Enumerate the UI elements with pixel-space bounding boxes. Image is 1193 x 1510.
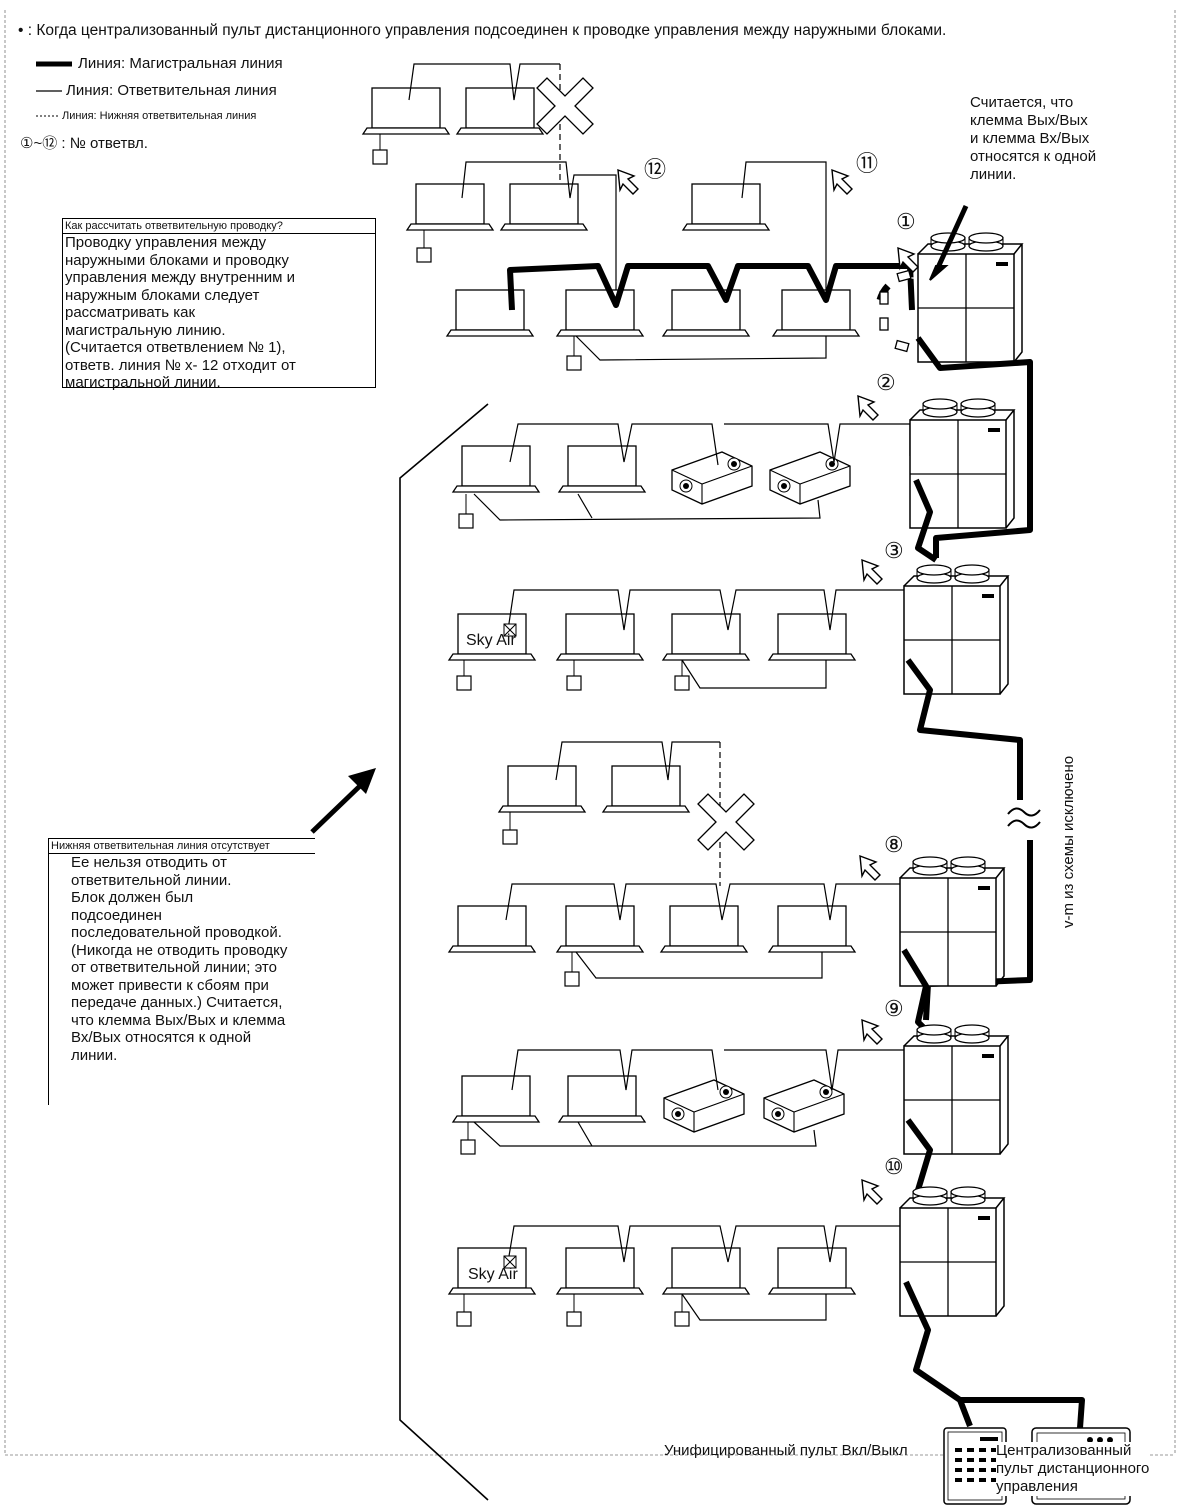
nosub-arrow xyxy=(310,782,364,834)
onoff-remote xyxy=(943,1427,1007,1505)
branch-9-group xyxy=(452,1049,907,1155)
branch-label-10: ⑩ xyxy=(884,1154,904,1179)
arrow-12 xyxy=(617,169,639,195)
callout-same-line: Считается, что клемма Вых/Вых и клемма В… xyxy=(970,94,1097,183)
branch-label-9: ⑨ xyxy=(884,996,904,1021)
header-note: • : Когда централизованный пульт дистанц… xyxy=(18,22,947,39)
arrow-9 xyxy=(861,1019,883,1045)
central-remote-label: Централизованный пульт дистанционного уп… xyxy=(996,1442,1150,1496)
callout-arrow-top xyxy=(933,204,969,274)
branch-label-1: ① xyxy=(896,209,916,234)
box-how-to-calc: Как рассчитать ответвительную проводку? … xyxy=(62,218,376,391)
box-no-sub-branch: Нижняя ответвительная линия отсутствует … xyxy=(48,838,315,1105)
branch-2-group xyxy=(452,423,911,529)
top-unsupported-group xyxy=(362,63,594,200)
legend-numbers-label: ①~⑫ : № ответвл. xyxy=(20,135,148,152)
omitted-note: v-m из схемы исключено xyxy=(1060,755,1077,928)
branch-label-2: ② xyxy=(876,370,896,395)
branch-12-group xyxy=(406,161,617,305)
onoff-remote-label: Унифицированный пульт Вкл/Выкл xyxy=(664,1442,908,1459)
sky-air-label-10: Sky Air xyxy=(468,1266,518,1283)
branch-10-group xyxy=(448,1225,907,1327)
mid-unsupported-group xyxy=(498,741,755,886)
arrow-2 xyxy=(857,395,879,421)
box-no-sub-branch-body: Ее нельзя отводить от ответвительной лин… xyxy=(71,854,288,1064)
arrow-10 xyxy=(861,1179,883,1205)
branch-label-3: ③ xyxy=(884,538,904,563)
main-line-right xyxy=(915,336,1033,558)
legend-main-label: Линия: Магистральная линия xyxy=(78,55,283,72)
arrow-3 xyxy=(861,559,883,585)
branch-label-12: ⑫ xyxy=(644,157,667,182)
legend-branch-label: Линия: Ответвительная линия xyxy=(66,82,277,99)
left-bracket xyxy=(399,403,489,1501)
arrow-8 xyxy=(859,855,881,881)
branch-label-11: ⑪ xyxy=(856,151,879,176)
branch-label-8: ⑧ xyxy=(884,832,904,857)
main-row-1 xyxy=(446,263,947,371)
break-mark xyxy=(1007,807,1041,829)
arrow-11 xyxy=(831,169,853,195)
outdoor-unit-1 xyxy=(917,232,1023,363)
sky-air-label-3: Sky Air xyxy=(466,632,516,649)
branch-11-group xyxy=(682,161,827,300)
branch-8-group xyxy=(448,883,905,987)
legend-sub-label: Линия: Нижняя ответвительная линия xyxy=(62,110,257,122)
box-how-to-calc-body: Проводку управления между наружными блок… xyxy=(65,234,296,391)
branch-3-group xyxy=(448,589,907,691)
box-no-sub-branch-title: Нижняя ответвительная линия отсутствует xyxy=(49,839,315,854)
box-how-to-calc-title: Как рассчитать ответвительную проводку? xyxy=(63,219,375,234)
